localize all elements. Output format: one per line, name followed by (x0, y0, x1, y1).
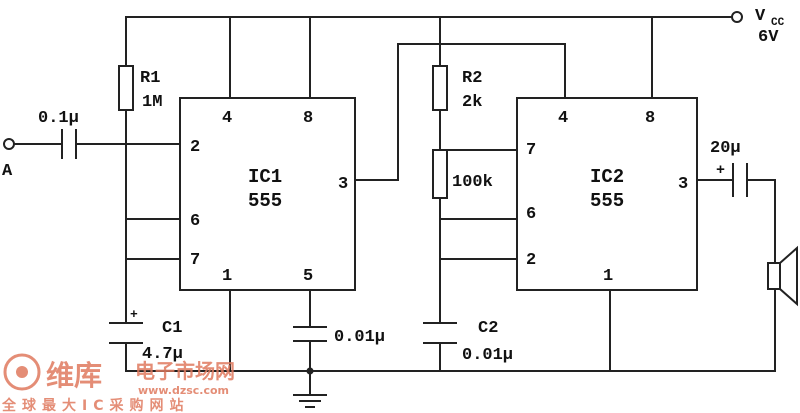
resistor-100k (432, 149, 448, 199)
ic1-pin-3: 3 (338, 175, 348, 194)
ic1-part: 555 (248, 190, 282, 212)
c2-label: C2 (478, 319, 498, 338)
labels: V CC 6V A 0.1μ R1 1M R2 2k 100k + C1 4.7… (2, 7, 785, 365)
watermark-logo-icon (3, 353, 41, 391)
pot-value: 100k (452, 173, 493, 192)
ic2-pin-4: 4 (558, 109, 568, 128)
ic1-chip (179, 97, 356, 291)
ic2-pin-2: 2 (526, 251, 536, 270)
resistor-r1 (118, 65, 134, 111)
vcc-voltage: 6V (758, 28, 779, 47)
ic2-part: 555 (590, 190, 624, 212)
c1-label: C1 (162, 319, 182, 338)
capacitor-input (61, 129, 77, 159)
watermark: 维库 电子市场网 www.dzsc.com 全球最大IC采购网站 (1, 353, 235, 413)
ic1-pin-8: 8 (303, 109, 313, 128)
r1-label: R1 (140, 69, 160, 88)
ic2-pin-1: 1 (603, 267, 613, 286)
c1-value: 4.7μ (142, 345, 183, 364)
ic2-pin-6: 6 (526, 205, 536, 224)
c2-value: 0.01μ (462, 346, 513, 365)
resistor-r2 (432, 65, 448, 111)
watermark-url: www.dzsc.com (138, 384, 229, 397)
capacitor-output (732, 163, 748, 197)
input-label-a: A (2, 162, 13, 181)
capacitor-c1 (109, 322, 143, 344)
ground-symbol (293, 394, 327, 408)
r2-value: 2k (462, 93, 482, 112)
ic2-pin-7: 7 (526, 141, 536, 160)
input-cap-value: 0.1μ (38, 109, 79, 128)
ic1-pin-4: 4 (222, 109, 232, 128)
ic1-name: IC1 (248, 166, 282, 188)
ic1-pin-2: 2 (190, 138, 200, 157)
vcc-subscript: CC (771, 17, 785, 29)
capacitor-c2 (423, 322, 457, 344)
ic1-pin5-cap-value: 0.01μ (334, 328, 385, 347)
ic2-pin-3: 3 (678, 175, 688, 194)
ic1-pin-5: 5 (303, 267, 313, 286)
r1-value: 1M (142, 93, 162, 112)
capacitor-ic1-pin5 (293, 326, 327, 342)
ic1-pin-1: 1 (222, 267, 232, 286)
ic2-pin-8: 8 (645, 109, 655, 128)
watermark-brand: 维库 (46, 359, 102, 392)
ic2-chip (516, 97, 698, 291)
vcc-label: V (755, 7, 766, 26)
watermark-title: 电子市场网 (135, 359, 235, 383)
speaker-icon (767, 245, 798, 307)
ic1-pin-7: 7 (190, 251, 200, 270)
ic1-pin-6: 6 (190, 212, 200, 231)
output-cap-plus: + (716, 162, 725, 179)
ic2-name: IC2 (590, 166, 624, 188)
vcc-terminal (731, 11, 743, 23)
watermark-slogan: 全球最大IC采购网站 (1, 397, 189, 413)
wires (13, 16, 776, 396)
output-cap-value: 20μ (710, 139, 741, 158)
input-terminal-a (3, 138, 15, 150)
r2-label: R2 (462, 69, 482, 88)
c1-plus: + (130, 307, 138, 322)
ground-junction-dot (306, 367, 314, 375)
